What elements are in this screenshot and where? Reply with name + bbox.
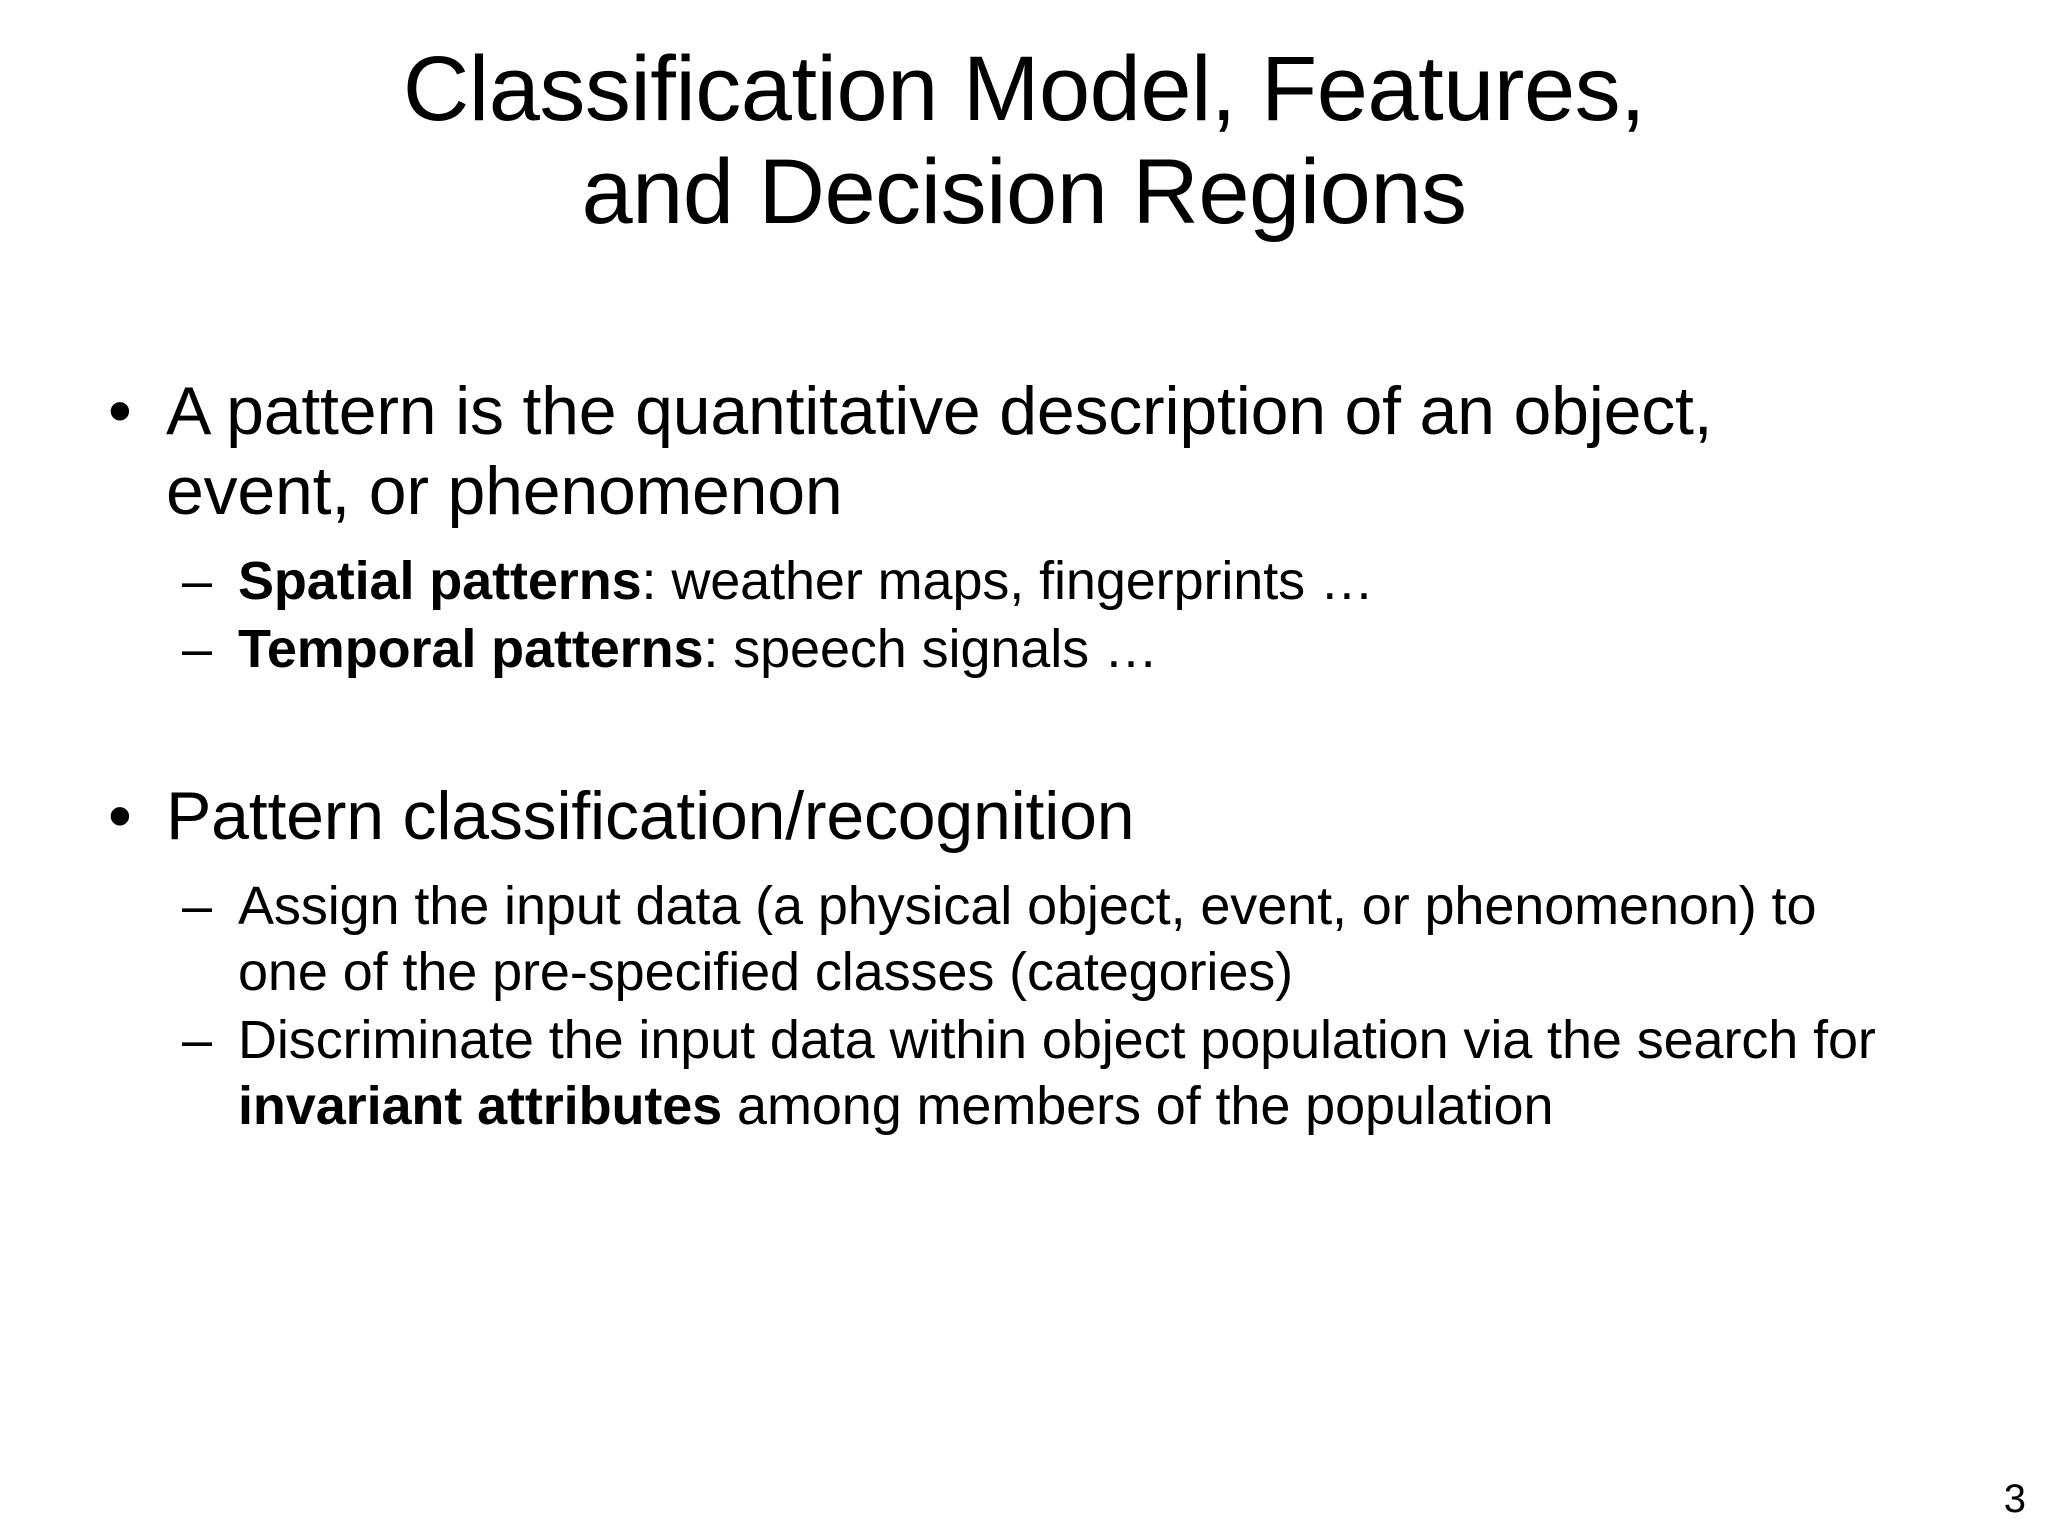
dash-marker-icon: – (182, 551, 213, 612)
sub-bullet-item-temporal-patterns: – Temporal patterns: speech signals … (96, 617, 1916, 683)
bullet-marker-icon: • (108, 373, 132, 449)
sub-bullet-item-spatial-patterns: – Spatial patterns: weather maps, finger… (96, 549, 1916, 615)
bullet-marker-icon: • (108, 777, 132, 854)
slide-body: • A pattern is the quantitative descript… (96, 372, 1916, 1142)
sub-bullet-item-discriminate: – Discriminate the input data within obj… (96, 1008, 1916, 1140)
bullet-item-pattern-definition: • A pattern is the quantitative descript… (96, 372, 1916, 531)
sub-bullet-remainder: : speech signals … (703, 618, 1158, 679)
sub-bullet-emphasis: invariant attributes (238, 1076, 723, 1137)
sub-bullet-text: Assign the input data (a physical object… (238, 876, 1817, 1003)
dash-marker-icon: – (182, 876, 213, 937)
bullet-item-pattern-classification: • Pattern classification/recognition (96, 777, 1916, 857)
sub-bullet-text: Discriminate the input data within objec… (238, 1008, 1916, 1140)
sub-bullet-item-assign: – Assign the input data (a physical obje… (96, 874, 1916, 1006)
dash-marker-icon: – (182, 618, 213, 679)
sub-bullet-prefix: Discriminate the input data within objec… (238, 1010, 1876, 1071)
sub-bullet-remainder: : weather maps, fingerprints … (641, 551, 1374, 612)
bullet-text: A pattern is the quantitative descriptio… (166, 373, 1713, 529)
sub-bullet-emphasis: Spatial patterns (238, 551, 642, 612)
sub-bullet-text: Temporal patterns: speech signals … (238, 617, 1916, 683)
sub-bullet-emphasis: Temporal patterns (238, 618, 704, 679)
dash-marker-icon: – (182, 1010, 213, 1071)
sub-bullet-suffix: among members of the population (722, 1076, 1554, 1137)
sub-bullet-text: Spatial patterns: weather maps, fingerpr… (238, 549, 1916, 615)
bullet-text: Pattern classification/recognition (166, 777, 1135, 854)
slide-title: Classification Model, Features, and Deci… (402, 38, 1646, 244)
slide-page-number: 3 (2003, 1477, 2026, 1521)
